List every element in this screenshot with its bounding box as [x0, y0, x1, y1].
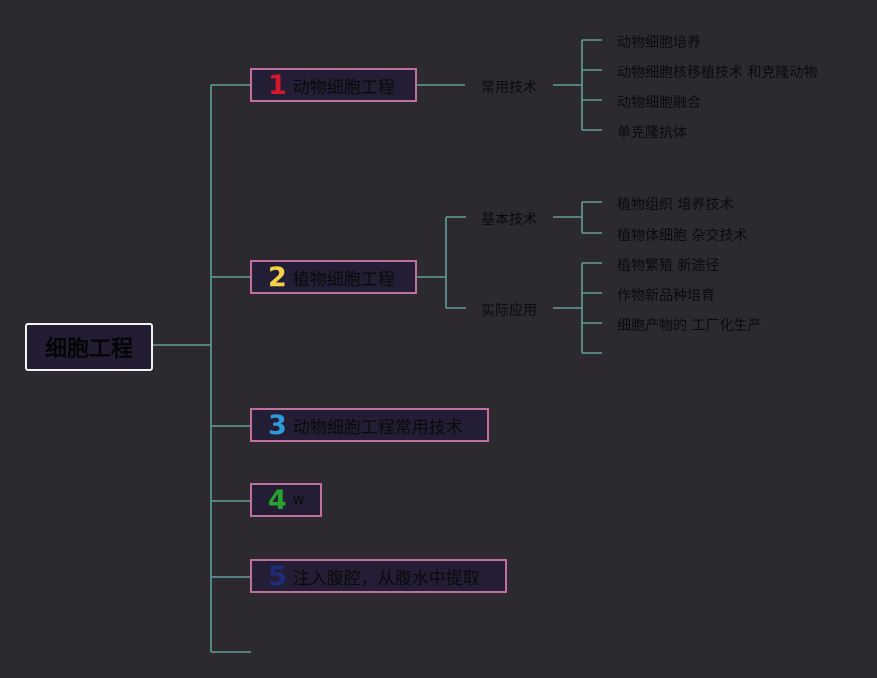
topic-label-4: w: [292, 492, 305, 508]
topic-ascites-extraction[interactable]: 5 注入腹腔，从腹水中提取: [250, 559, 507, 593]
topic-label-3: 动物细胞工程常用技术: [292, 417, 463, 438]
branch-practical-applications[interactable]: 实际应用: [481, 303, 537, 319]
root-node[interactable]: 细胞工程: [25, 323, 153, 371]
leaf-plant-applied-1[interactable]: 植物繁殖 新途径: [617, 258, 720, 274]
topic-animal-common-techniques[interactable]: 3 动物细胞工程常用技术: [250, 408, 489, 442]
topic-label-2: 植物细胞工程: [292, 269, 395, 290]
leaf-animal-item-3[interactable]: 动物细胞融合: [617, 95, 701, 111]
root-label: 细胞工程: [44, 337, 133, 362]
topic-number-5: 5: [268, 560, 287, 592]
leaf-animal-item-2[interactable]: 动物细胞核移植技术 和克隆动物: [617, 65, 818, 81]
topic-number-3: 3: [268, 409, 287, 441]
topic-animal-cell-engineering[interactable]: 1 动物细胞工程: [250, 68, 417, 102]
leaf-plant-basic-2[interactable]: 植物体细胞 杂交技术: [617, 228, 748, 244]
topic-label-1: 动物细胞工程: [292, 77, 395, 98]
leaf-plant-applied-2[interactable]: 作物新品种培育: [617, 288, 715, 304]
branch-basic-techniques[interactable]: 基本技术: [481, 212, 537, 228]
leaf-plant-basic-1[interactable]: 植物组织 培养技术: [617, 197, 734, 213]
leaf-plant-applied-3[interactable]: 细胞产物的 工厂化生产: [617, 318, 762, 334]
branch-common-techniques[interactable]: 常用技术: [481, 80, 537, 96]
connector-plant-branch: [416, 216, 466, 309]
connector-plant-applied-items: [553, 262, 602, 354]
leaf-animal-item-1[interactable]: 动物细胞培养: [617, 35, 701, 51]
connector-animal-items: [553, 39, 602, 131]
topic-plant-cell-engineering[interactable]: 2 植物细胞工程: [250, 260, 417, 294]
topic-w[interactable]: 4 w: [250, 483, 322, 517]
topic-number-1: 1: [268, 69, 287, 101]
leaf-animal-item-4[interactable]: 单克隆抗体: [617, 125, 687, 141]
topic-number-4: 4: [268, 484, 287, 516]
topic-label-5: 注入腹腔，从腹水中提取: [292, 568, 480, 589]
connector-plant-basic-items: [553, 201, 602, 234]
topic-number-2: 2: [268, 261, 287, 293]
